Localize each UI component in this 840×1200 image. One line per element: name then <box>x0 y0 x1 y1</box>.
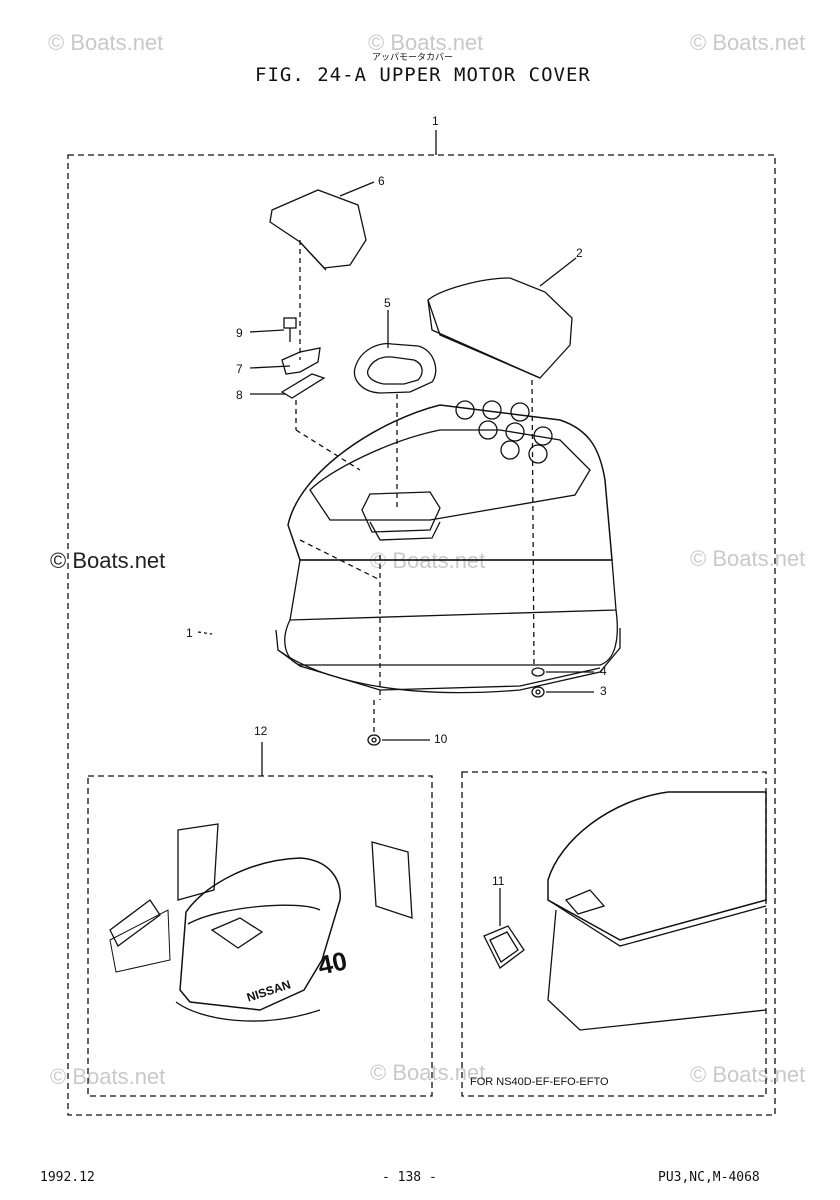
watermark-bottom-left: © Boats.net <box>50 1064 166 1089</box>
leader-7 <box>249 365 291 369</box>
callout-6: 6 <box>378 174 385 188</box>
variant-inset-boundary <box>461 771 767 1097</box>
part-6-cover-plate <box>269 189 367 360</box>
watermark-top-left: © Boats.net <box>48 30 164 55</box>
callout-3: 3 <box>600 684 607 698</box>
variant-cover-sketch <box>547 791 767 1031</box>
part-4-washer <box>531 667 545 677</box>
decal-set-boundary <box>87 775 433 1097</box>
leader-1-side <box>197 631 213 635</box>
part-11-grommet <box>483 925 525 969</box>
decal-model-text: 40 <box>315 945 350 981</box>
callout-2: 2 <box>576 246 583 260</box>
part-3-nut <box>531 686 545 698</box>
footer-model-code: PU3,NC,M-4068 <box>658 1170 760 1185</box>
assembly-boundary <box>67 154 776 1116</box>
callout-9: 9 <box>236 326 243 340</box>
callout-1-top: 1 <box>432 114 439 128</box>
callout-11: 11 <box>492 874 505 888</box>
figure-title: FIG. 24-A UPPER MOTOR COVER <box>255 64 591 86</box>
watermark-bottom-right: © Boats.net <box>690 1062 806 1087</box>
watermark-mid-left: © Boats.net <box>50 548 166 573</box>
part-2-cover-cap <box>427 277 573 666</box>
watermark-top-right: © Boats.net <box>690 30 806 55</box>
part-12-decal-set <box>109 823 413 1022</box>
footer-page-number: - 138 - <box>382 1170 437 1185</box>
part-5-grommet <box>353 343 437 510</box>
callout-12: 12 <box>254 724 268 738</box>
figure-subtitle-japanese: アッパモータカバー <box>372 53 454 63</box>
callout-1-side: 1 <box>186 626 193 640</box>
callout-4: 4 <box>600 664 607 678</box>
upper-motor-cover <box>275 400 621 700</box>
variant-note: FOR NS40D-EF-EFO-EFTO <box>470 1076 609 1088</box>
part-10-nut <box>367 734 381 746</box>
part-9-bolt <box>283 317 297 342</box>
leader-2 <box>539 257 577 287</box>
watermark-mid-right: © Boats.net <box>690 546 806 571</box>
part-8-plate <box>280 373 361 471</box>
callout-10: 10 <box>434 732 448 746</box>
callout-8: 8 <box>236 388 243 402</box>
watermark-bottom-center: © Boats.net <box>370 1060 486 1085</box>
part-7-bracket <box>281 347 321 375</box>
callout-5: 5 <box>384 296 391 310</box>
footer-date: 1992.12 <box>40 1170 95 1185</box>
callout-7: 7 <box>236 362 243 376</box>
leader-9 <box>249 329 285 333</box>
leader-6 <box>339 181 375 197</box>
watermark-top-center: © Boats.net <box>368 30 484 55</box>
